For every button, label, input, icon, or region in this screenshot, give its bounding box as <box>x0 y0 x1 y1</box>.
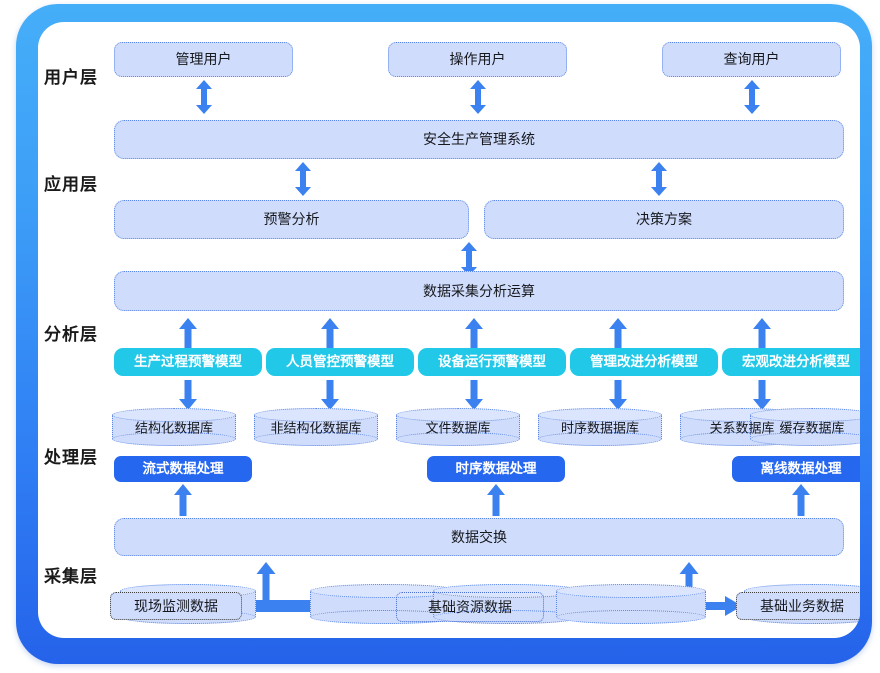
arrow-system-warning <box>294 162 312 196</box>
arrow-warning-compute <box>460 242 478 276</box>
db-label-timeseries: 时序数据据库 <box>560 420 639 436</box>
arrow-exchange-stream <box>173 484 193 516</box>
user-box-operator[interactable]: 操作用户 <box>388 42 567 77</box>
layer-label-user: 用户层 <box>44 68 98 87</box>
source-label-field[interactable]: 现场监测数据 <box>110 592 242 620</box>
arrow-query-system <box>743 80 761 114</box>
data-exchange-box[interactable]: 数据交换 <box>114 518 844 556</box>
arrow-model-5-down <box>752 380 772 410</box>
model-pill-personnel-control[interactable]: 人员管控预警模型 <box>266 348 414 376</box>
cylinder-bottom <box>396 432 520 446</box>
layer-label-analysis: 分析层 <box>44 325 98 344</box>
layer-label-processing: 处理层 <box>44 448 98 467</box>
cylinder-top <box>750 408 860 422</box>
model-pill-production-process[interactable]: 生产过程预警模型 <box>114 348 262 376</box>
db-cylinder-cache[interactable]: 缓存数据库 <box>750 408 860 446</box>
model-pill-management-improvement[interactable]: 管理改进分析模型 <box>570 348 718 376</box>
processor-pill-timeseries[interactable]: 时序数据处理 <box>427 456 565 482</box>
cylinder-bottom <box>538 432 662 446</box>
db-cylinder-timeseries[interactable]: 时序数据据库 <box>538 408 662 446</box>
arrow-model-2-up <box>320 318 340 348</box>
arrow-model-3-up <box>464 318 484 348</box>
arrow-exchange-offline <box>791 484 811 516</box>
cylinder-top <box>254 408 378 422</box>
arrow-model-1-down <box>178 380 198 410</box>
app-box-decision-plan[interactable]: 决策方案 <box>484 200 844 239</box>
cylinder-bottom <box>556 610 706 624</box>
db-label-relational: 关系数据库 <box>709 420 775 436</box>
db-label-unstructured: 非结构化数据库 <box>270 420 362 436</box>
db-label-structured: 结构化数据库 <box>134 420 213 436</box>
processor-pill-stream[interactable]: 流式数据处理 <box>114 456 252 482</box>
arrow-model-2-down <box>320 380 340 410</box>
cylinder-bottom <box>750 432 860 446</box>
source-label-resource[interactable]: 基础资源数据 <box>396 592 544 622</box>
db-cylinder-structured[interactable]: 结构化数据库 <box>112 408 236 446</box>
arrow-model-4-up <box>608 318 628 348</box>
db-cylinder-relational[interactable]: 关系数据库 <box>680 408 804 446</box>
source-label-business[interactable]: 基础业务数据 <box>736 592 860 620</box>
model-pill-macro-improvement[interactable]: 宏观改进分析模型 <box>722 348 860 376</box>
arrow-operator-system <box>469 80 487 114</box>
user-box-admin[interactable]: 管理用户 <box>114 42 293 77</box>
layer-label-collection: 采集层 <box>44 567 98 586</box>
layer-label-app: 应用层 <box>44 175 98 194</box>
db-label-file: 文件数据库 <box>425 420 491 436</box>
arrow-model-5-up <box>752 318 772 348</box>
db-cylinder-unstructured[interactable]: 非结构化数据库 <box>254 408 378 446</box>
cylinder-top <box>112 408 236 422</box>
arrow-model-3-down <box>464 380 484 410</box>
arrow-model-1-up <box>178 318 198 348</box>
db-cylinder-file[interactable]: 文件数据库 <box>396 408 520 446</box>
cylinder-bottom <box>112 432 236 446</box>
app-box-warning-analysis[interactable]: 预警分析 <box>114 200 469 239</box>
source-cylinder-resource-c[interactable] <box>556 584 706 624</box>
processor-pill-offline[interactable]: 离线数据处理 <box>732 456 860 482</box>
analysis-compute-box[interactable]: 数据采集分析运算 <box>114 271 844 311</box>
user-box-query[interactable]: 查询用户 <box>662 42 841 77</box>
db-label-cache: 缓存数据库 <box>779 420 845 436</box>
cylinder-top <box>396 408 520 422</box>
cylinder-top <box>538 408 662 422</box>
arrow-system-decision <box>650 162 668 196</box>
arrow-source-field-exchange <box>255 562 277 610</box>
cylinder-bottom <box>254 432 378 446</box>
cylinder-top <box>556 584 706 598</box>
arrow-admin-system <box>195 80 213 114</box>
model-pill-equipment-operation[interactable]: 设备运行预警模型 <box>418 348 566 376</box>
arrow-model-4-down <box>608 380 628 410</box>
app-system-box[interactable]: 安全生产管理系统 <box>114 120 844 159</box>
arrow-exchange-timeseries <box>486 484 506 516</box>
diagram-canvas: 用户层 应用层 分析层 处理层 采集层 管理用户 操作用户 查询用户 安全生产管… <box>38 22 860 638</box>
